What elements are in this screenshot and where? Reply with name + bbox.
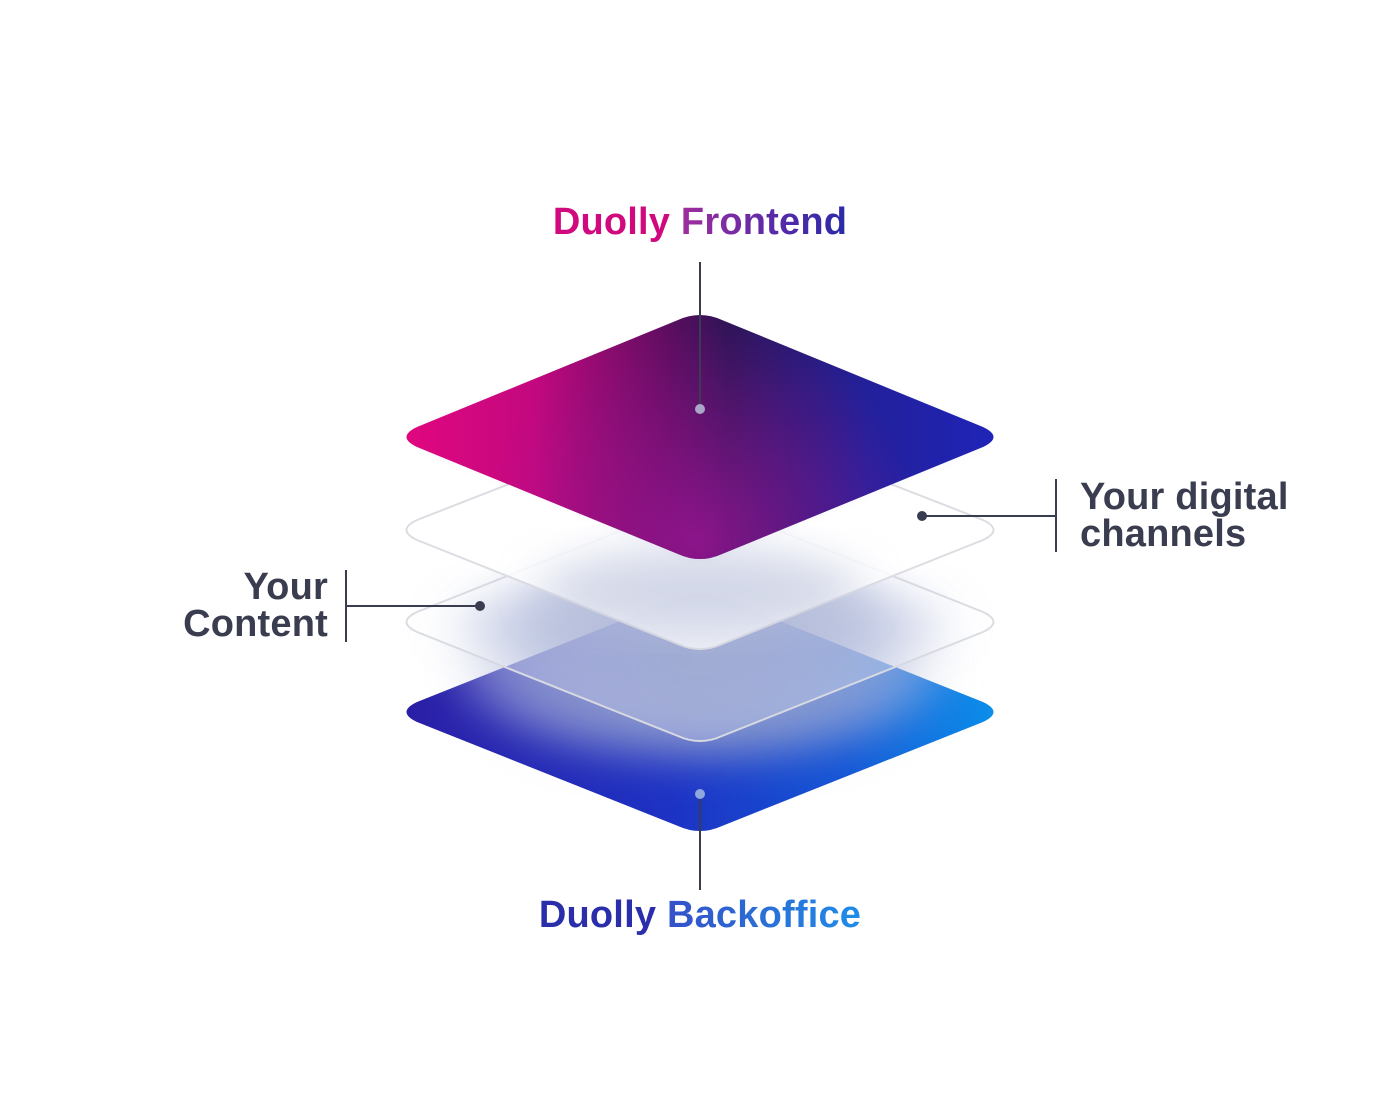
label-backoffice-word2: Backoffice xyxy=(666,894,862,936)
connector-frontend xyxy=(695,262,705,414)
connector-digital-channels xyxy=(917,479,1057,552)
connector-backoffice xyxy=(695,789,705,890)
connector-content xyxy=(345,570,485,642)
label-channels-line1: Your digital xyxy=(1080,476,1289,518)
label-frontend-word1: Duolly xyxy=(552,201,671,243)
frontend-layer-glow xyxy=(406,315,994,559)
channels-shadow xyxy=(540,550,860,630)
label-duolly-frontend: Duolly Frontend xyxy=(0,201,1400,243)
label-channels-line2: channels xyxy=(1080,513,1247,555)
label-duolly-backoffice: Duolly Backoffice xyxy=(0,894,1400,936)
label-content-line2: Content xyxy=(183,603,328,645)
label-content-line1: Your xyxy=(243,566,328,608)
label-your-digital-channels: Your digital channels xyxy=(1080,476,1289,555)
label-your-content: Your Content xyxy=(183,566,328,645)
label-backoffice-word1: Duolly xyxy=(538,894,657,936)
label-frontend-word2: Frontend xyxy=(680,201,848,243)
